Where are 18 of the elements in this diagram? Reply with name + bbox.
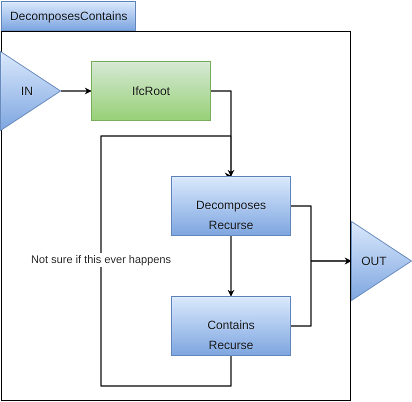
node-label: Contains Recurse <box>206 317 256 354</box>
node-label: IfcRoot <box>130 83 171 100</box>
input-triangle <box>0 51 61 131</box>
arrow <box>211 90 234 177</box>
arrow <box>228 236 234 297</box>
node-label: Decomposes Recurse <box>194 197 268 234</box>
process-box <box>91 61 211 121</box>
process-box <box>171 296 291 356</box>
arrow <box>100 135 234 387</box>
node-label: IN <box>20 83 33 100</box>
frame-tab: DecomposesContains <box>1 1 136 31</box>
arrow <box>291 258 352 327</box>
output-triangle <box>351 221 412 301</box>
container-frame <box>1 1 351 401</box>
arrow <box>61 88 92 94</box>
node-label: OUT <box>361 253 387 270</box>
process-box <box>171 176 291 236</box>
edge-label: Not sure if this ever happens <box>30 253 172 267</box>
